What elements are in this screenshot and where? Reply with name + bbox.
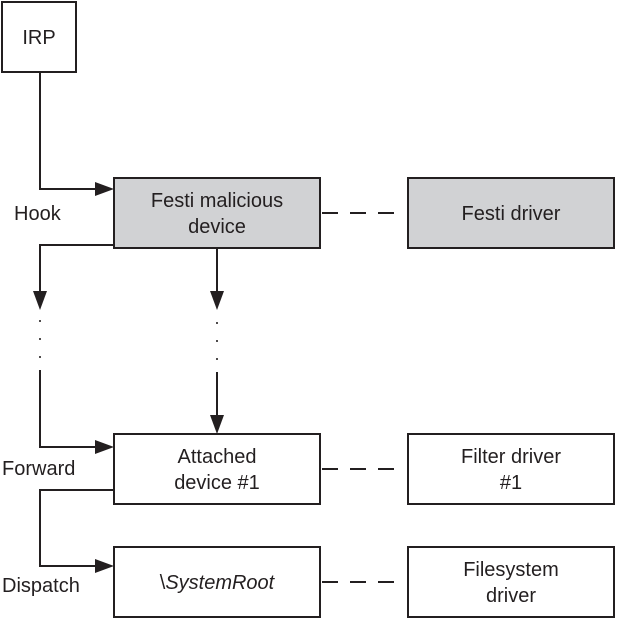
center-lower-arrowhead bbox=[210, 415, 224, 434]
systemroot-name: SystemRoot bbox=[165, 572, 275, 594]
dispatch-arrowhead bbox=[95, 559, 114, 573]
filter-driver-label-line2: #1 bbox=[500, 472, 522, 494]
festi-malicious-device-box bbox=[113, 177, 321, 249]
attached-device-box bbox=[113, 433, 321, 505]
forward-arrowhead bbox=[95, 440, 114, 454]
forward-arrow bbox=[39, 370, 96, 448]
filesystem-driver-box bbox=[407, 546, 615, 618]
left-down-arrowhead bbox=[33, 291, 47, 310]
festi-malicious-device-label-line1: Festi malicious bbox=[151, 190, 283, 212]
irp-label: IRP bbox=[22, 27, 55, 49]
attached-device-label-line2: device #1 bbox=[174, 472, 260, 494]
hook-arrow bbox=[39, 72, 96, 190]
dispatch-edge-label: Dispatch bbox=[2, 575, 80, 597]
filesystem-driver-label-line2: driver bbox=[486, 585, 536, 607]
systemroot-prefix: \ bbox=[160, 572, 166, 594]
festi-malicious-device-label-line2: device bbox=[188, 216, 246, 238]
irp-box bbox=[1, 1, 77, 73]
hook-arrowhead bbox=[95, 182, 114, 196]
systemroot-label: \SystemRoot bbox=[160, 572, 276, 594]
festi-driver-box bbox=[407, 177, 615, 249]
filter-driver-box bbox=[407, 433, 615, 505]
attached-device-label-line1: Attached bbox=[178, 446, 257, 468]
systemroot-box bbox=[113, 546, 321, 618]
festi-driver-label: Festi driver bbox=[462, 203, 561, 225]
hook-edge-label: Hook bbox=[14, 203, 62, 225]
center-down-arrowhead bbox=[210, 291, 224, 310]
forward-edge-label: Forward bbox=[2, 458, 75, 480]
dispatch-arrow bbox=[39, 489, 114, 567]
filter-driver-label-line1: Filter driver bbox=[461, 446, 561, 468]
filesystem-driver-label-line1: Filesystem bbox=[463, 559, 559, 581]
left-down-line bbox=[39, 244, 114, 292]
